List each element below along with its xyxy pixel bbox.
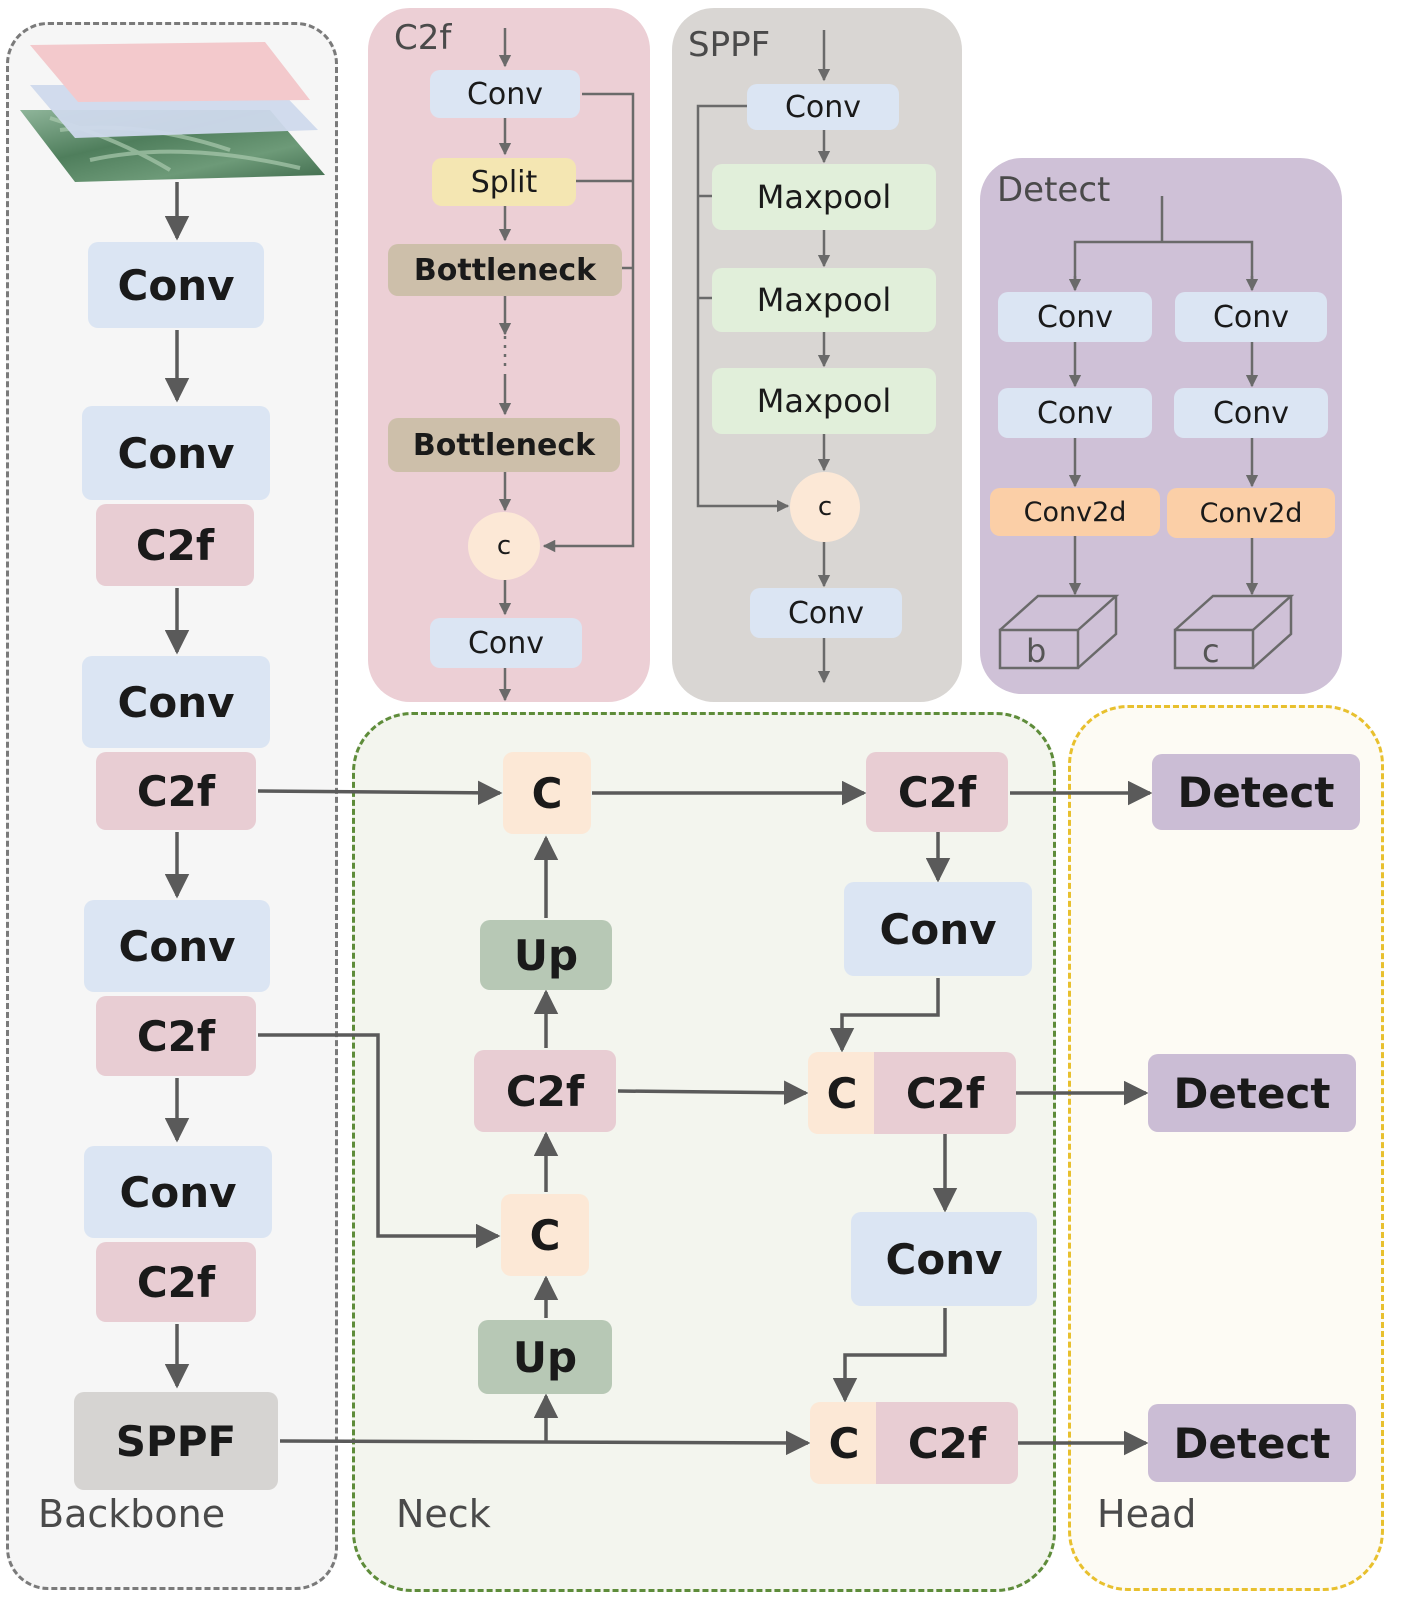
detect-module-conv2d-left: Conv2d [990, 488, 1160, 536]
sppf-module-concat: c [790, 472, 860, 542]
neck-c2f-1: C2f [474, 1050, 616, 1132]
backbone-conv-2: Conv [82, 406, 270, 500]
backbone-conv-3: Conv [82, 656, 270, 748]
detect-module-conv-left-1: Conv [998, 292, 1152, 342]
neck-c2f-4: C2f [876, 1402, 1018, 1484]
c2f-module-conv-in: Conv [430, 70, 580, 118]
neck-upsample-2: Up [478, 1320, 612, 1394]
head-title: Head [1097, 1492, 1197, 1536]
detect-module-conv-right-1: Conv [1175, 292, 1327, 342]
neck-conv-1: Conv [844, 882, 1032, 976]
neck-concat-1: C [503, 752, 591, 834]
sppf-module-conv-out: Conv [750, 588, 902, 638]
neck-upsample-1: Up [480, 920, 612, 990]
c2f-module-bottleneck-1: Bottleneck [388, 244, 622, 296]
c2f-module-title: C2f [394, 18, 452, 58]
head-detect-3: Detect [1148, 1404, 1356, 1482]
sppf-module-maxpool-2: Maxpool [712, 268, 936, 332]
sppf-module-conv-in: Conv [747, 84, 899, 130]
backbone-c2f-4: C2f [96, 1242, 256, 1322]
backbone-conv-1: Conv [88, 242, 264, 328]
c2f-module-conv-out: Conv [430, 618, 582, 668]
backbone-sppf: SPPF [74, 1392, 278, 1490]
backbone-c2f-1: C2f [96, 504, 254, 586]
detect-module-title: Detect [997, 170, 1111, 210]
head-detect-2: Detect [1148, 1054, 1356, 1132]
detect-module-conv-right-2: Conv [1174, 388, 1328, 438]
detect-module-conv-left-2: Conv [998, 388, 1152, 438]
sppf-module-maxpool-3: Maxpool [712, 368, 936, 434]
sppf-module-maxpool-1: Maxpool [712, 164, 936, 230]
neck-title: Neck [396, 1492, 491, 1536]
neck-concat-3: C [808, 1052, 876, 1134]
c2f-module-split: Split [432, 158, 576, 206]
backbone-conv-5: Conv [84, 1146, 272, 1238]
c2f-module-bottleneck-2: Bottleneck [388, 418, 620, 472]
neck-concat-2: C [501, 1194, 589, 1276]
backbone-conv-4: Conv [84, 900, 270, 992]
neck-c2f-3: C2f [874, 1052, 1016, 1134]
detect-module-output-c-label: c [1202, 632, 1220, 670]
detect-module-output-b-label: b [1026, 632, 1047, 670]
backbone-c2f-2: C2f [96, 752, 256, 830]
neck-conv-2: Conv [851, 1212, 1037, 1306]
c2f-module-concat: c [468, 512, 540, 580]
backbone-c2f-3: C2f [96, 996, 256, 1076]
head-detect-1: Detect [1152, 754, 1360, 830]
neck-concat-4: C [810, 1402, 878, 1484]
sppf-module-title: SPPF [688, 25, 771, 65]
neck-c2f-2: C2f [866, 752, 1008, 832]
detect-module-conv2d-right: Conv2d [1167, 488, 1335, 538]
backbone-title: Backbone [38, 1492, 226, 1536]
